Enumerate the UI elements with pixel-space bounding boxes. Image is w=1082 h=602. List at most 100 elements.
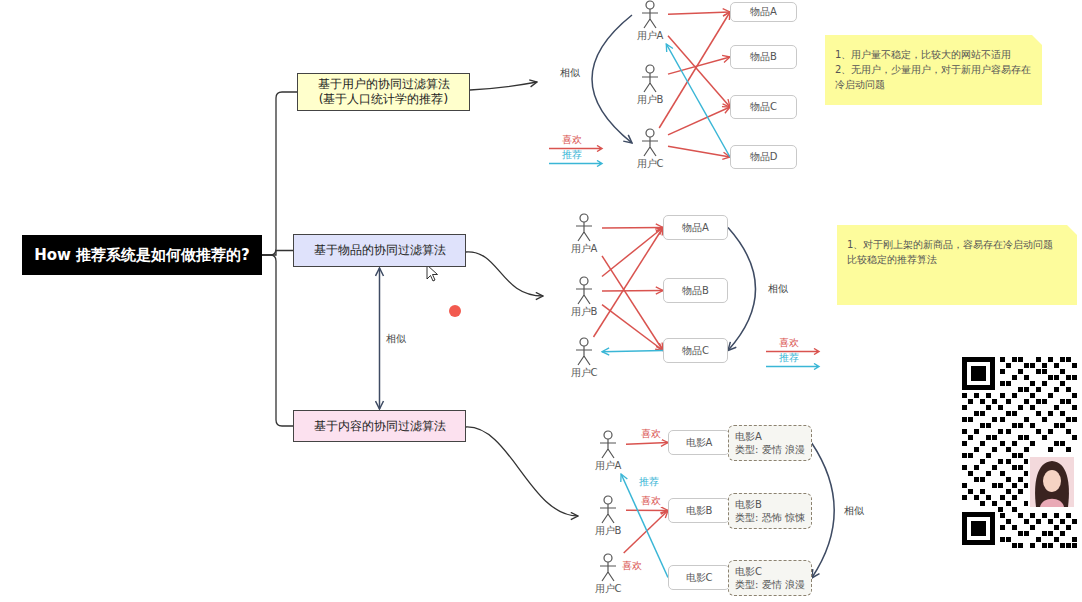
- connector: [602, 351, 663, 352]
- root-topic: How 推荐系统是如何做推荐的?: [22, 235, 262, 275]
- legend-text: 喜欢: [548, 134, 604, 145]
- branch-topic: 基于内容的协同过滤算法: [293, 410, 466, 442]
- node-text: 用户A: [571, 243, 598, 255]
- qr-ground: [960, 355, 1078, 550]
- person-body: [642, 73, 658, 92]
- legend-arrow: [548, 160, 604, 167]
- node-text: 物品A: [682, 221, 709, 235]
- person-figure: [632, 128, 668, 158]
- user-node: 用户A: [590, 430, 626, 474]
- branch-pointer: [470, 82, 537, 90]
- item-box: 物品A: [663, 215, 728, 240]
- person-figure: [590, 495, 626, 525]
- user-node: 用户B: [566, 276, 602, 320]
- attribute-box: 电影A类型: 爱情 浪漫: [728, 425, 812, 461]
- avatar-frame: [1029, 456, 1075, 508]
- person-body: [642, 137, 658, 156]
- item-box: 物品A: [730, 2, 797, 22]
- person-body: [576, 346, 592, 365]
- item-box: 电影B: [668, 498, 730, 523]
- item-box: 电影C: [668, 565, 730, 590]
- node-text: 物品B: [682, 284, 709, 298]
- branch-pointer: [466, 252, 543, 296]
- item-box: 物品B: [663, 278, 728, 303]
- edge-label: 喜欢: [640, 428, 662, 440]
- node-text: 1、用户量不稳定，比较大的网站不适用: [835, 47, 1011, 62]
- user-node: 用户B: [632, 64, 668, 108]
- legend-text: 推荐: [765, 352, 821, 363]
- avatar-hair: [1035, 461, 1069, 507]
- item-box: 电影A: [668, 430, 730, 455]
- mouse-cursor: [427, 265, 438, 281]
- person-head: [646, 65, 654, 73]
- node-text: 用户B: [637, 94, 664, 106]
- person-head: [604, 431, 612, 439]
- person-head: [646, 1, 654, 9]
- node-text: 物品B: [750, 50, 777, 64]
- branch-pointer: [466, 427, 578, 516]
- node-text: 用户C: [571, 367, 598, 379]
- sticky-note: 1、用户量不稳定，比较大的网站不适用2、无用户，少量用户，对于新用户容易存在冷启…: [825, 35, 1042, 105]
- node-text: 用户C: [595, 583, 622, 595]
- item-box: 物品C: [730, 95, 797, 119]
- legend-text: 推荐: [548, 149, 604, 160]
- connector: [621, 474, 668, 578]
- connector: [668, 146, 730, 157]
- edge-label: 相似: [385, 333, 407, 345]
- person-head: [580, 338, 588, 346]
- edge-label: 喜欢: [640, 495, 662, 507]
- node-text: 电影B: [686, 504, 713, 518]
- connector: [659, 12, 730, 128]
- legend-item: 推荐: [765, 352, 821, 370]
- connector: [602, 228, 663, 277]
- connector: [626, 443, 668, 445]
- edge-label: 喜欢: [621, 560, 643, 572]
- node-text: 基于用户的协同过滤算法: [318, 77, 450, 92]
- connector: [262, 92, 297, 255]
- node-text: 用户A: [637, 30, 664, 42]
- connector: [379, 268, 381, 409]
- legend-item: 推荐: [548, 149, 604, 167]
- connector: [594, 228, 664, 338]
- edge-label: 推荐: [638, 476, 660, 488]
- attribute-box: 电影C类型: 爱情 浪漫: [728, 560, 812, 596]
- node-text: 用户C: [637, 158, 664, 170]
- person-body: [642, 9, 658, 28]
- connector: [668, 36, 730, 107]
- user-node: 用户A: [566, 213, 602, 257]
- connector: [812, 443, 835, 578]
- user-node: 用户A: [632, 0, 668, 44]
- person-head: [580, 214, 588, 222]
- connector: [602, 290, 663, 292]
- qr-modules: [962, 357, 1077, 548]
- person-body: [600, 504, 616, 523]
- node-text: 1、对于刚上架的新商品，容易存在冷启动问题: [847, 237, 1053, 252]
- node-text: 用户B: [571, 306, 598, 318]
- node-text: 电影A: [735, 430, 762, 443]
- connector: [626, 509, 668, 511]
- avatar-body: [1040, 499, 1064, 507]
- node-text: (基于人口统计学的推荐): [319, 92, 448, 107]
- connector: [262, 251, 293, 256]
- person-body: [600, 562, 616, 581]
- edge-label: 相似: [559, 67, 581, 79]
- person-head: [646, 129, 654, 137]
- user-node: 用户C: [566, 337, 602, 381]
- node-text: 用户A: [595, 460, 622, 472]
- connector: [592, 15, 632, 143]
- person-head: [604, 554, 612, 562]
- node-text: 电影A: [686, 436, 713, 450]
- person-figure: [590, 430, 626, 460]
- attribute-box: 电影B类型: 恐怖 惊悚: [728, 493, 812, 529]
- connector: [624, 511, 668, 554]
- person-head: [580, 277, 588, 285]
- item-box: 物品C: [663, 338, 728, 363]
- node-text: 电影B: [735, 498, 762, 511]
- node-text: 用户B: [595, 525, 622, 537]
- person-figure: [566, 337, 602, 367]
- node-text: 物品C: [750, 100, 777, 114]
- node-text: 电影C: [686, 571, 713, 585]
- person-figure: [566, 213, 602, 243]
- person-figure: [632, 64, 668, 94]
